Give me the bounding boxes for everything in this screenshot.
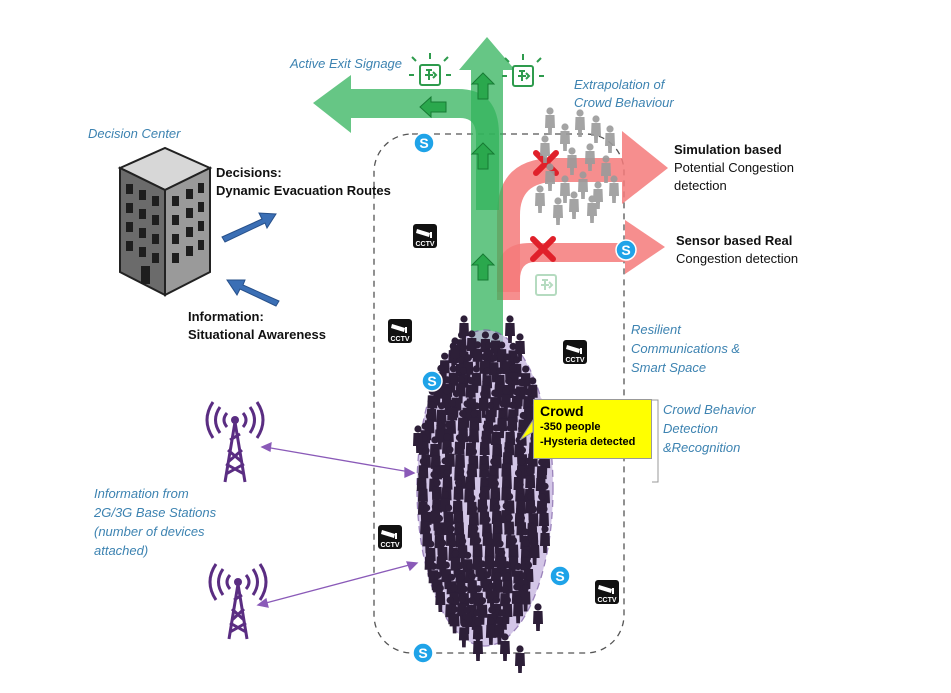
decision-center-label: Decision Center [88,126,181,141]
s-marker-icon: S [421,370,443,392]
crowd-person-icon [533,603,543,631]
crowd-person-icon [515,645,525,673]
crowd-info-box: Crowd -350 people -Hysteria detected [533,399,652,459]
green-arrow-trail [419,72,496,281]
crowd-behavior-label: Crowd Behavior Detection &Recognition [663,402,756,455]
crowd-behavior-bracket [652,399,659,483]
blocked-x-icon [530,150,559,262]
crowd-box-count: -350 people [540,421,601,433]
antenna-icon-bottom [208,563,268,640]
blue-arrow-information [226,279,280,307]
simulation-label-line1: Simulation based [674,142,782,157]
base-stations-label: Information from 2G/3G Base Stations (nu… [94,486,217,558]
svg-text:S: S [419,135,428,151]
s-marker-icon: S [412,642,434,664]
antenna-icon-top [205,401,265,483]
information-label-line1: Information: [188,309,264,324]
crowd-box-title: Crowd [540,403,584,419]
svg-text:CCTV: CCTV [390,336,409,343]
green-arrow-left-exit [313,75,499,210]
decisions-label-line2: Dynamic Evacuation Routes [216,183,391,198]
base-station-links [256,441,419,608]
building-icon [117,146,213,297]
blue-arrow-decisions [221,212,277,243]
s-marker-icon: S [549,565,571,587]
cctv-icon: CCTV [388,319,412,343]
resilient-communications-label: Resilient Communications & Smart Space [631,322,741,375]
red-arrow-sensor [497,220,665,300]
crowd-box-status: -Hysteria detected [540,436,636,448]
svg-text:S: S [555,568,564,584]
cctv-icon: CCTV [595,580,619,604]
svg-text:S: S [427,373,436,389]
svg-text:S: S [621,242,630,258]
cctv-icon: CCTV [378,525,402,549]
cctv-icon: CCTV [413,224,437,248]
sensor-label-line1: Sensor based Real [676,233,793,248]
active-exit-signage-label: Active Exit Signage [290,56,403,71]
simulation-label-line3: detection [674,178,727,193]
s-marker-icon: S [615,239,637,261]
exit-sign-inactive-icon [535,274,557,296]
decisions-label-line1: Decisions: [216,165,282,180]
svg-text:S: S [418,645,427,661]
crowd-person-icon [458,619,469,648]
exit-sign-icon-left [409,53,451,86]
crowd-person-icon [500,633,510,661]
extrapolation-label-line2: Crowd Behaviour [574,95,674,110]
green-arrow-main-exit [459,37,515,345]
simulation-label-line2: Potential Congestion [674,160,794,175]
exit-sign-icon-right [502,54,544,87]
information-label-line2: Situational Awareness [188,327,326,342]
crowd-person-icon [473,633,483,661]
extrapolation-label-line1: Extrapolation of [574,77,665,92]
s-marker-icon: S [413,132,435,154]
sensor-label-line2: Congestion detection [676,251,799,266]
svg-text:CCTV: CCTV [415,241,434,248]
svg-text:CCTV: CCTV [565,357,584,364]
smart-space-boundary [373,133,625,654]
cctv-icon: CCTV [563,340,587,364]
svg-text:CCTV: CCTV [597,597,616,604]
svg-text:CCTV: CCTV [380,542,399,549]
